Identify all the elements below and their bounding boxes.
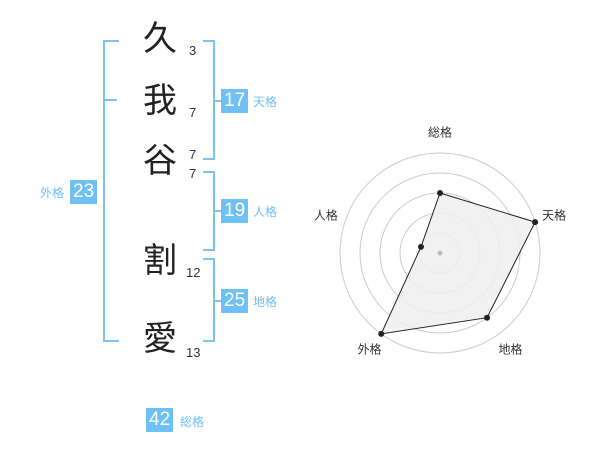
name-char-1: 久 — [143, 19, 177, 59]
tenkaku-score: 17 — [221, 89, 249, 113]
radar-axis-label: 天格 — [542, 207, 566, 222]
stroke-count-1: 3 — [189, 43, 197, 58]
chikaku-score: 25 — [221, 289, 249, 313]
jinkaku-tick — [215, 210, 223, 212]
tenkaku-label: 天格 — [253, 95, 278, 109]
stroke-count-2: 7 — [189, 105, 197, 120]
name-char-4: 割 — [143, 241, 177, 281]
radar-point — [532, 219, 539, 226]
jinkaku-bracket — [203, 171, 215, 251]
tenkaku-tick — [215, 100, 223, 102]
chikaku-label: 地格 — [253, 295, 278, 309]
gaikaku-label: 外格 — [40, 186, 65, 200]
radar-point — [437, 190, 443, 196]
tenkaku-bracket — [203, 40, 215, 160]
name-char-5: 愛 — [143, 319, 177, 359]
radar-axis-label: 総格 — [428, 125, 452, 140]
stroke-count-spacer: 7 — [189, 166, 197, 181]
radar-point — [378, 330, 385, 337]
chikaku-tick — [215, 300, 223, 302]
gaikaku-tick — [103, 99, 117, 101]
gaikaku-score: 23 — [70, 180, 98, 204]
stroke-count-4: 12 — [186, 265, 201, 280]
stroke-count-3: 7 — [189, 147, 197, 162]
name-char-2: 我 — [143, 81, 177, 121]
stroke-count-5: 13 — [186, 345, 201, 360]
radar-axis-label: 地格 — [498, 342, 522, 357]
radar-axis-label: 人格 — [314, 207, 338, 222]
radar-point — [417, 243, 424, 250]
soukaku-score: 42 — [146, 408, 174, 432]
chikaku-bracket — [203, 258, 215, 342]
radar-axis-label: 外格 — [357, 342, 381, 357]
radar-ring — [339, 152, 541, 354]
gaikaku-bracket — [103, 40, 119, 342]
radar-shape — [380, 192, 536, 335]
soukaku-label: 総格 — [180, 415, 205, 429]
jinkaku-score: 19 — [221, 199, 249, 223]
name-char-3: 谷 — [143, 141, 177, 181]
jinkaku-label: 人格 — [253, 205, 278, 219]
radar-center — [437, 250, 443, 256]
radar-points — [378, 190, 539, 337]
radar-point — [484, 314, 491, 321]
